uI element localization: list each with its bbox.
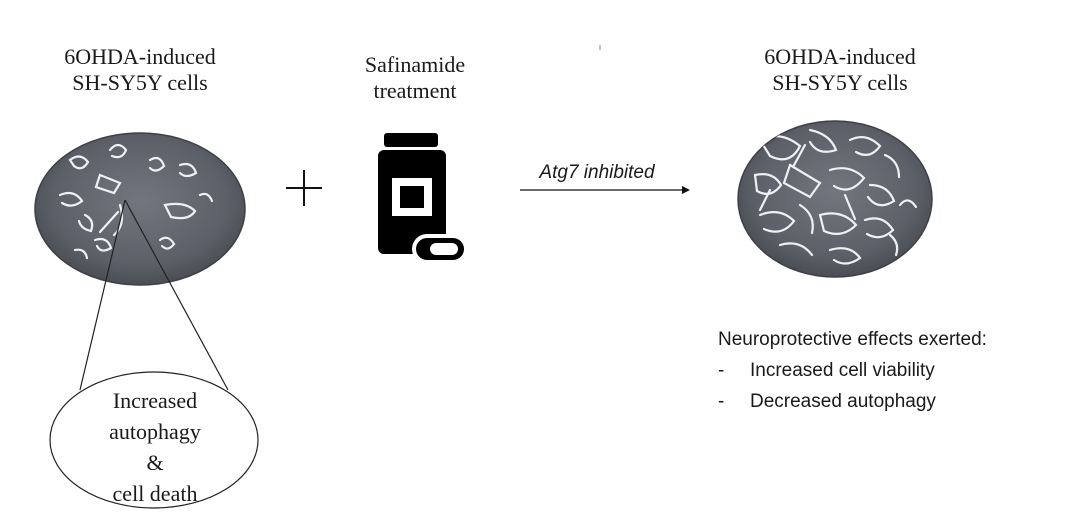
left-panel-title: 6OHDA-induced SH-SY5Y cells [30,44,250,96]
callout-text: Increased autophagy & cell death [60,385,250,509]
list-item: - Decreased autophagy [718,386,1058,417]
list-bullet: - [718,360,725,381]
callout-line-right [124,199,229,391]
treatment-title-line2: treatment [373,78,457,103]
right-panel-title: 6OHDA-induced SH-SY5Y cells [730,44,950,96]
list-item-text: Increased cell viability [750,360,935,381]
treatment-title: Safinamide treatment [330,52,500,104]
effects-heading: Neuroprotective effects exerted: [718,329,987,350]
list-item: - Increased cell viability [718,355,1058,386]
effects-list: Neuroprotective effects exerted: - Increa… [718,324,1058,417]
callout-line4: cell death [112,481,198,506]
left-panel-title-line2: SH-SY5Y cells [72,70,208,95]
callout-line3: & [146,450,164,475]
arrow-label: Atg7 inhibited [539,162,655,183]
right-panel-title-line2: SH-SY5Y cells [772,70,908,95]
left-micrograph [34,132,246,286]
callout-line-left [79,199,126,391]
pill-icon [412,234,468,264]
callout-line2: autophagy [109,419,201,444]
left-panel-title-line1: 6OHDA-induced [64,44,216,69]
medicine-bottle-icon [378,133,468,264]
callout-ellipse [49,371,259,509]
list-bullet: - [718,391,725,412]
list-item-text: Decreased autophagy [750,391,936,412]
arrow-icon [520,186,690,194]
right-micrograph [737,120,933,278]
plus-icon [286,170,322,206]
treatment-title-line1: Safinamide [364,52,466,77]
right-panel-title-line1: 6OHDA-induced [764,44,916,69]
callout-line1: Increased [112,388,198,413]
